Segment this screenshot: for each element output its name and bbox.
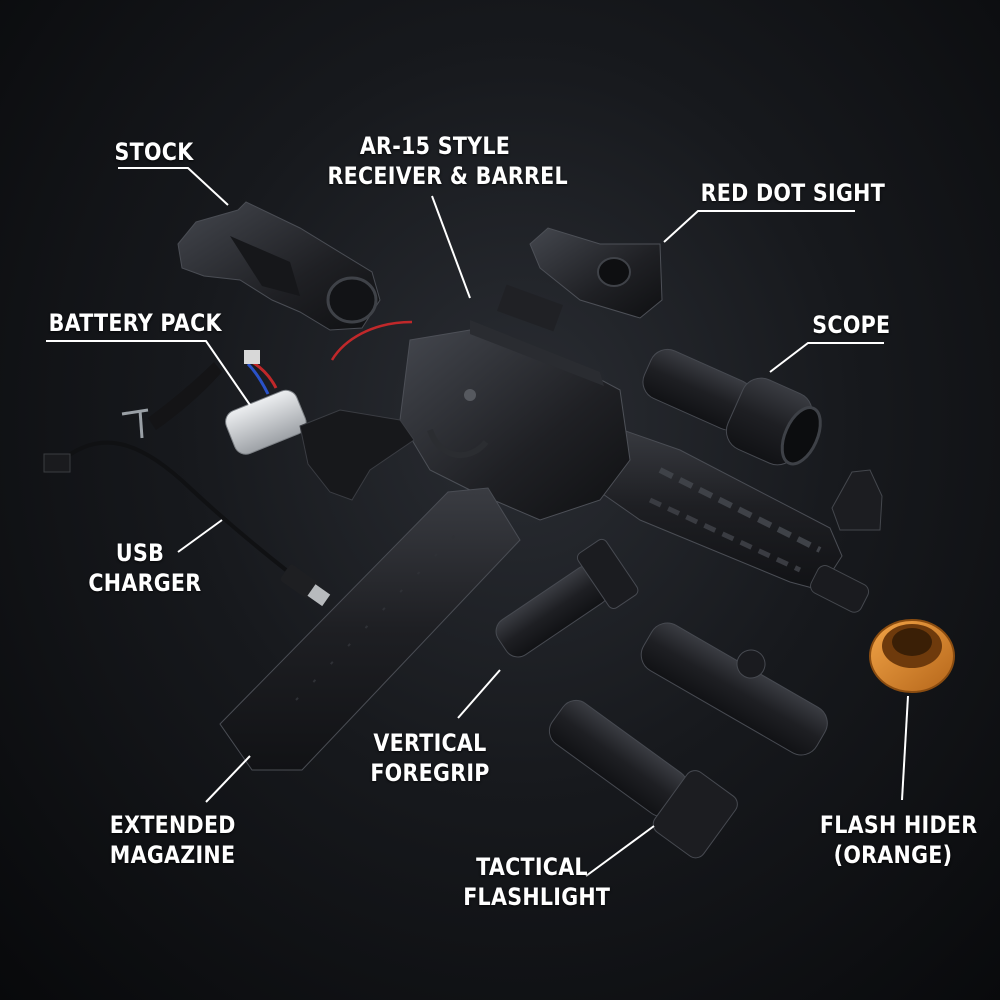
magazine-part <box>219 487 521 771</box>
flash-hider-part <box>869 619 955 693</box>
leader-scope <box>769 342 884 373</box>
leader-battery <box>46 340 251 406</box>
receiver-part <box>299 284 870 613</box>
label-scope: SCOPE <box>812 311 891 339</box>
sight-post-part <box>831 469 883 531</box>
battery-part <box>225 350 307 455</box>
label-flash-hider: FLASH HIDER (ORANGE) <box>819 811 978 869</box>
usb-charger-part <box>43 440 331 607</box>
leader-magazine <box>205 755 251 803</box>
flashlight-part <box>548 699 738 859</box>
leader-foregrip <box>457 669 501 719</box>
leader-stock <box>118 167 229 206</box>
scope-part <box>642 348 822 466</box>
label-tactical-flashlight: TACTICAL FLASHLIGHT <box>463 853 611 911</box>
leader-lines <box>46 167 909 877</box>
laser-module-part <box>640 622 828 756</box>
label-extended-magazine: EXTENDED MAGAZINE <box>109 811 236 869</box>
label-stock: STOCK <box>114 138 194 166</box>
leader-red-dot <box>663 210 855 243</box>
label-usb-charger: USB CHARGER <box>88 539 202 597</box>
stock-part <box>177 201 381 331</box>
receiver-wire <box>330 320 413 361</box>
label-battery-pack: BATTERY PACK <box>48 309 222 337</box>
label-receiver: AR-15 STYLE RECEIVER & BARREL <box>327 132 568 190</box>
leader-usb <box>177 519 223 553</box>
foregrip-part <box>495 538 639 658</box>
lanyard-part <box>121 362 222 439</box>
leader-flash-hider <box>901 695 909 801</box>
red-dot-sight-part <box>529 227 663 319</box>
label-vertical-foregrip: VERTICAL FOREGRIP <box>370 729 490 787</box>
label-red-dot-sight: RED DOT SIGHT <box>700 179 886 207</box>
leader-flashlight <box>585 825 655 877</box>
leader-receiver <box>431 195 471 299</box>
